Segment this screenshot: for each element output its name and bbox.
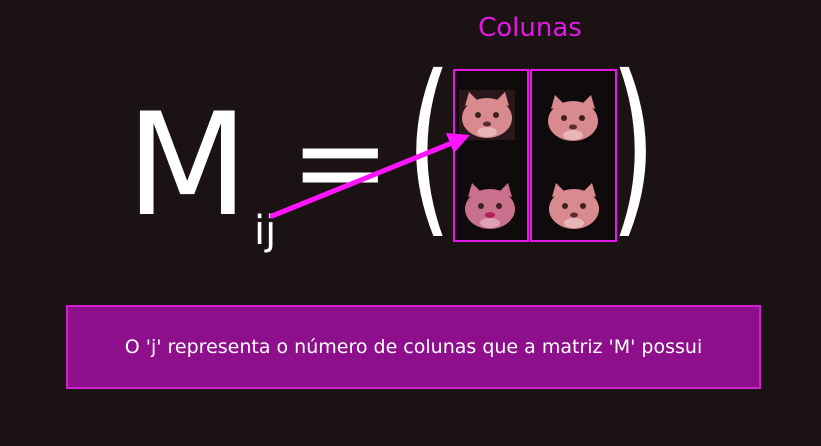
left-parenthesis: ( [406,35,453,256]
matrix-symbol: M [126,83,249,248]
columns-label: Colunas [478,13,582,43]
cat-face-icon [549,183,599,229]
cat-face-icon [548,95,598,141]
right-parenthesis: ) [610,35,657,256]
explanation-text: O 'j' representa o número de colunas que… [124,336,703,358]
explanation-box: O 'j' representa o número de colunas que… [66,305,761,389]
equals-sign: = [290,93,391,232]
cat-face-icon [459,90,515,140]
matrix-subscript: ij [254,208,277,254]
cat-face-icon [465,183,515,229]
